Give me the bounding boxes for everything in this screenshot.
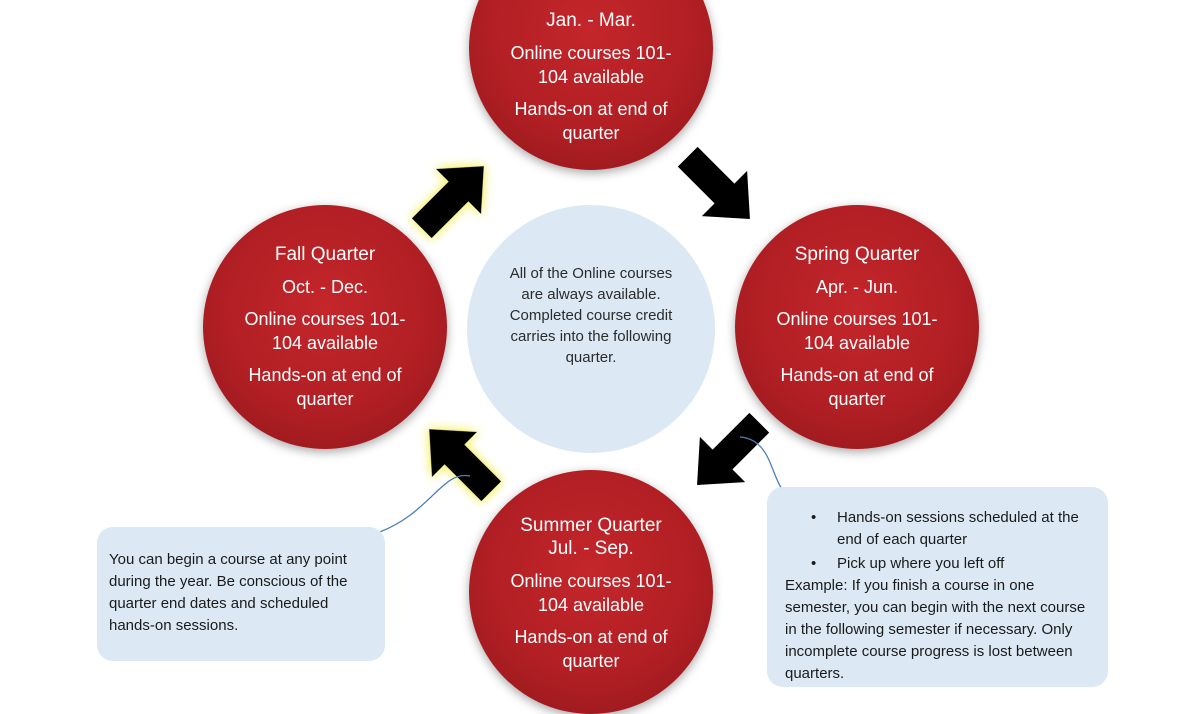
spring-hands-on: Hands-on at end of quarter [780,365,934,409]
fall-hands-on: Hands-on at end of quarter [248,365,402,409]
summer-quarter-title: Summer Quarter [520,515,662,536]
note-bullet: Pick up where you left off [785,553,1096,575]
winter-online-courses: Online courses 101-104 available [510,43,672,87]
summer-quarter-dates: Jul. - Sep. [548,538,634,559]
connector-left-note [365,474,471,539]
spring-quarter-circle: Spring Quarter Apr. - Jun. Online course… [735,205,979,449]
arrow-summer-to-fall [429,429,502,502]
winter-quarter-circle: Jan. - Mar. Online courses 101-104 avail… [469,0,713,170]
left-note-text: You can begin a course at any point duri… [109,551,348,634]
note-bullet: Hands-on sessions scheduled at the end o… [785,507,1096,551]
diagram-graphics [365,146,799,539]
fall-quarter-circle: Fall Quarter Oct. - Dec. Online courses … [203,205,447,449]
right-note-box: Hands-on sessions scheduled at the end o… [767,487,1108,687]
arrow-spring-to-summer [697,412,770,485]
spring-quarter-title: Spring Quarter [794,244,920,265]
fall-quarter-dates: Oct. - Dec. [281,277,368,297]
center-info-circle: All of the Online courses are always ava… [467,205,715,453]
winter-quarter-dates: Jan. - Mar. [546,10,636,31]
spring-online-courses: Online courses 101-104 available [776,309,938,353]
center-info-text: All of the Online courses are always ava… [509,265,673,366]
arrow-fall-to-winter [411,166,484,239]
arrow-winter-to-spring [677,146,750,219]
summer-online-courses: Online courses 101-104 available [510,571,672,615]
spring-quarter-dates: Apr. - Jun. [815,277,899,297]
fall-quarter-title: Fall Quarter [274,244,376,265]
note-example-text: Example: If you finish a course in one s… [785,577,1086,682]
fall-online-courses: Online courses 101-104 available [244,309,406,353]
winter-hands-on: Hands-on at end of quarter [514,99,668,143]
left-note-box: You can begin a course at any point duri… [97,527,385,661]
summer-hands-on: Hands-on at end of quarter [514,627,668,671]
summer-quarter-circle: Summer Quarter Jul. - Sep. Online course… [469,470,713,714]
